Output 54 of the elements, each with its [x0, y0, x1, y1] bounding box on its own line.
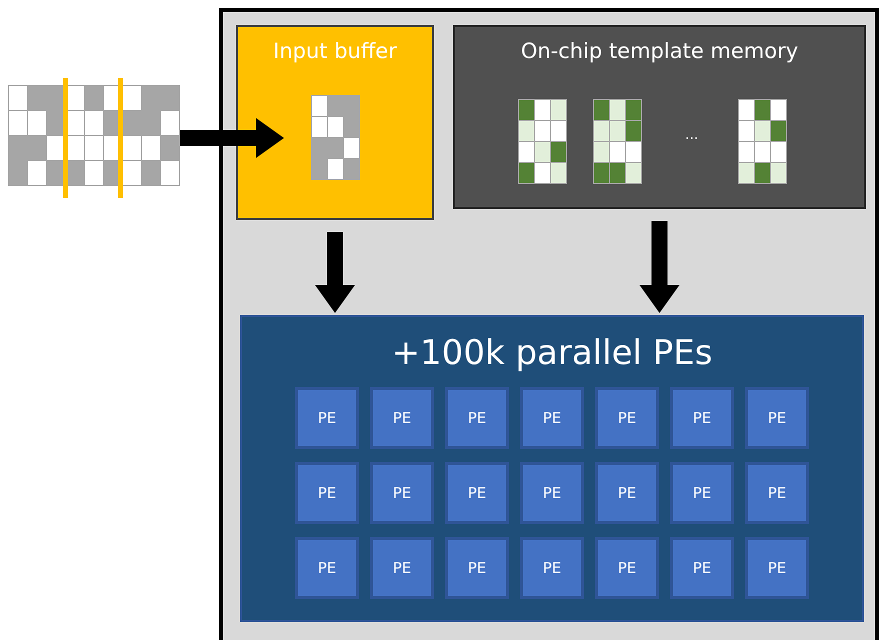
pe-label: PE — [542, 409, 562, 427]
pixel-grid-drawing — [8, 78, 180, 198]
pe-box — [445, 537, 509, 599]
pe-label: PE — [618, 559, 636, 577]
pe-box — [595, 387, 659, 449]
pe-label: PE — [768, 409, 786, 427]
arrow — [180, 118, 284, 158]
pe-box — [295, 537, 359, 599]
pe-box — [370, 537, 434, 599]
buffer-title: Input buffer — [272, 39, 398, 63]
pe-label: PE — [768, 484, 786, 502]
pe-array-box — [240, 315, 864, 622]
pe-box — [520, 462, 584, 524]
pe-box — [670, 537, 734, 599]
pe-label: PE — [618, 409, 636, 427]
pe-array-title: +100k parallel PEs — [390, 333, 714, 373]
chip-box — [219, 8, 879, 640]
pe-box — [520, 537, 584, 599]
pe-box — [445, 462, 509, 524]
pe-box — [295, 462, 359, 524]
pe-box — [595, 462, 659, 524]
pe-label: PE — [392, 409, 412, 427]
pe-label: PE — [318, 484, 336, 502]
pe-box — [520, 387, 584, 449]
pe-label: PE — [692, 409, 712, 427]
pe-box — [745, 537, 809, 599]
pe-box — [595, 537, 659, 599]
memory-box — [453, 25, 866, 209]
buffer-box — [236, 25, 434, 220]
pe-label: PE — [318, 409, 336, 427]
pe-label: PE — [692, 559, 712, 577]
pe-label: PE — [468, 559, 486, 577]
pe-box — [370, 387, 434, 449]
arrow — [315, 232, 355, 313]
pe-box — [745, 462, 809, 524]
pe-label: PE — [392, 484, 412, 502]
pe-box — [370, 462, 434, 524]
arrow — [640, 221, 680, 313]
pe-box — [295, 387, 359, 449]
pe-label: PE — [392, 559, 412, 577]
pe-label: PE — [468, 409, 486, 427]
memory-title: On-chip template memory — [520, 39, 800, 63]
pe-box — [670, 462, 734, 524]
pe-label: PE — [318, 559, 336, 577]
pe-label: PE — [618, 484, 636, 502]
pe-label: PE — [692, 484, 712, 502]
pe-label: PE — [542, 484, 562, 502]
ellipsis: ... — [685, 127, 698, 143]
pe-box — [445, 387, 509, 449]
pe-label: PE — [768, 559, 786, 577]
pe-box — [745, 387, 809, 449]
pe-label: PE — [542, 559, 562, 577]
pe-label: PE — [468, 484, 486, 502]
pe-box — [670, 387, 734, 449]
